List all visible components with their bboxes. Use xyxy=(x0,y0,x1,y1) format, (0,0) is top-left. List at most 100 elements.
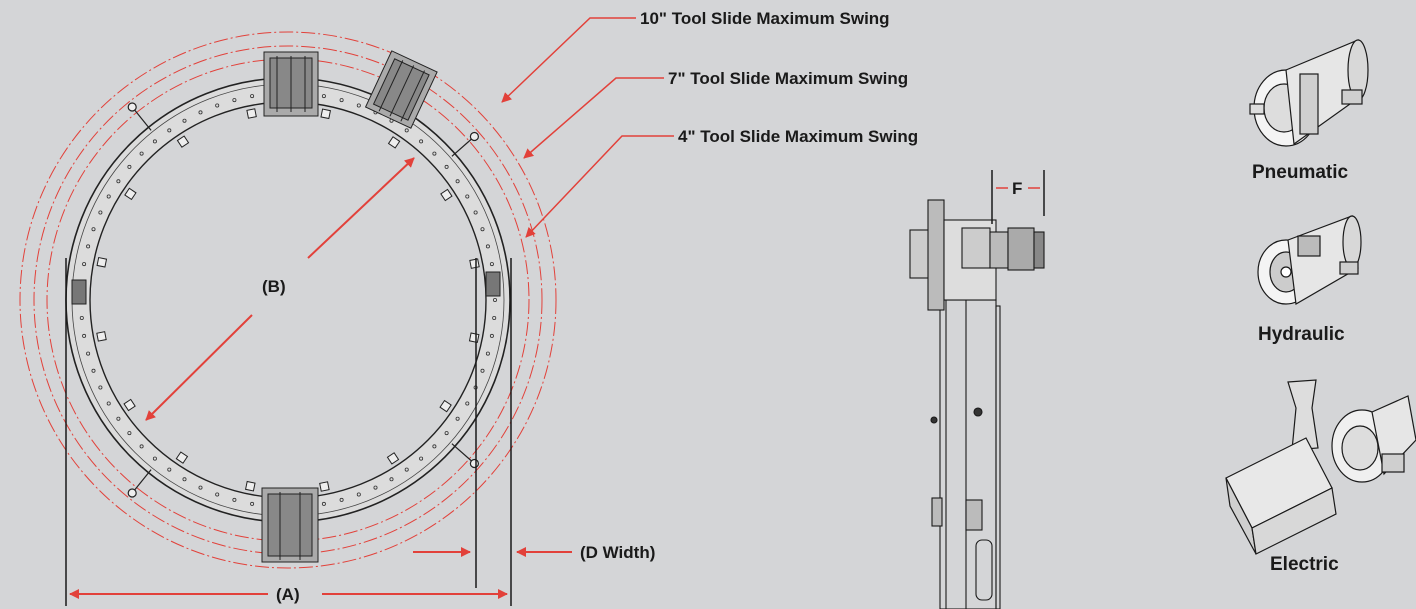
ring-hole xyxy=(404,467,409,472)
ring-hole xyxy=(152,456,157,461)
ring-hole xyxy=(215,103,220,108)
ring-bracket xyxy=(387,136,401,149)
leader-7 xyxy=(523,77,664,159)
ring-hole xyxy=(232,497,237,502)
label-b: (B) xyxy=(262,277,286,296)
ring-hole xyxy=(432,151,437,156)
ring-hole xyxy=(321,94,326,99)
ring-hole xyxy=(356,103,361,108)
ring-hole xyxy=(444,164,449,169)
ring-bracket xyxy=(176,135,190,148)
ring-hole xyxy=(86,244,91,249)
ring-hole xyxy=(127,431,132,436)
ring-hole xyxy=(116,179,121,184)
ring-hole xyxy=(339,98,344,103)
ring-bracket xyxy=(124,187,137,201)
label-a: (A) xyxy=(276,585,300,604)
ring-hole xyxy=(86,351,91,356)
label-electric: Electric xyxy=(1270,554,1339,575)
ring-hole xyxy=(232,98,237,103)
ring-hole xyxy=(116,416,121,421)
ring-bracket xyxy=(123,398,136,412)
ring-arm-knob xyxy=(469,131,479,142)
ring-hole xyxy=(492,315,497,320)
ring-arm xyxy=(131,469,152,494)
ring-bracket xyxy=(439,399,452,413)
ring-hole xyxy=(139,444,144,449)
clamshell-ring xyxy=(65,50,511,563)
ring-hole xyxy=(485,244,490,249)
ring-bracket xyxy=(320,108,332,120)
ring-hole xyxy=(215,492,220,497)
electric-motor-icon xyxy=(1225,379,1416,555)
ring-hole xyxy=(139,151,144,156)
ring-hole xyxy=(127,164,132,169)
hydraulic-motor-icon xyxy=(1257,215,1362,305)
red-arrows xyxy=(69,17,674,599)
ring-hole xyxy=(389,477,394,482)
ring-hole xyxy=(480,368,485,373)
ring-hole xyxy=(373,485,378,490)
ring-hole xyxy=(182,118,187,123)
leader-10 xyxy=(501,17,636,103)
ring-hole xyxy=(489,333,494,338)
side-view xyxy=(909,170,1045,609)
ring-hole xyxy=(106,401,111,406)
ring-hole xyxy=(419,139,424,144)
label-4-swing: 4" Tool Slide Maximum Swing xyxy=(678,127,918,146)
ring-brackets xyxy=(96,108,480,492)
ring-hole xyxy=(250,501,255,506)
ring-hole xyxy=(321,501,326,506)
label-d-width: (D Width) xyxy=(580,543,655,562)
ring-arm-knob xyxy=(469,458,479,469)
ring-hole xyxy=(356,492,361,497)
ring-hole xyxy=(152,139,157,144)
ring-arm-knob xyxy=(127,488,137,498)
label-pneumatic: Pneumatic xyxy=(1252,162,1349,183)
ring-hole xyxy=(444,431,449,436)
ring-hole xyxy=(432,444,437,449)
ring-hole xyxy=(480,227,485,232)
ring-hole xyxy=(79,315,84,320)
ring-arms xyxy=(127,102,479,498)
ring-bracket xyxy=(244,480,256,492)
ring-bracket xyxy=(319,481,330,492)
ring-hole xyxy=(182,477,187,482)
ring-hole xyxy=(98,210,103,215)
ring-hole xyxy=(339,497,344,502)
label-10-swing: 10" Tool Slide Maximum Swing xyxy=(640,9,890,28)
ring-hole xyxy=(98,385,103,390)
ring-hole xyxy=(485,351,490,356)
ring-hole xyxy=(167,467,172,472)
ring-hole xyxy=(455,179,460,184)
ring-hole xyxy=(82,333,87,338)
side-hinges xyxy=(71,271,501,305)
ring-hole xyxy=(419,456,424,461)
ring-bracket xyxy=(175,451,189,464)
ring-hole xyxy=(250,94,255,99)
dimension-lines xyxy=(65,258,512,606)
ring-bracket xyxy=(96,331,107,342)
label-f: F xyxy=(1012,179,1022,198)
ring-bracket xyxy=(440,188,453,202)
ring-hole xyxy=(91,227,96,232)
label-7-swing: 7" Tool Slide Maximum Swing xyxy=(668,69,908,88)
ring-hole xyxy=(167,128,172,133)
pneumatic-motor-icon xyxy=(1249,39,1369,147)
swing-circle-10 xyxy=(19,31,557,569)
ring-hole xyxy=(455,416,460,421)
ring-hole xyxy=(473,210,478,215)
ring-hole xyxy=(489,262,494,267)
ring-hole xyxy=(91,368,96,373)
b-arrow-down xyxy=(145,314,253,421)
leader-4 xyxy=(525,135,674,238)
ring-bracket xyxy=(96,256,108,268)
ring-hole xyxy=(465,401,470,406)
bottom-drive-block xyxy=(261,487,319,563)
top-drive-block xyxy=(263,51,319,117)
ring-arm xyxy=(451,443,475,464)
ring-hole xyxy=(82,262,87,267)
ring-arm-knob xyxy=(127,102,137,112)
ring-hole xyxy=(198,110,203,115)
ring-hole xyxy=(492,297,497,302)
